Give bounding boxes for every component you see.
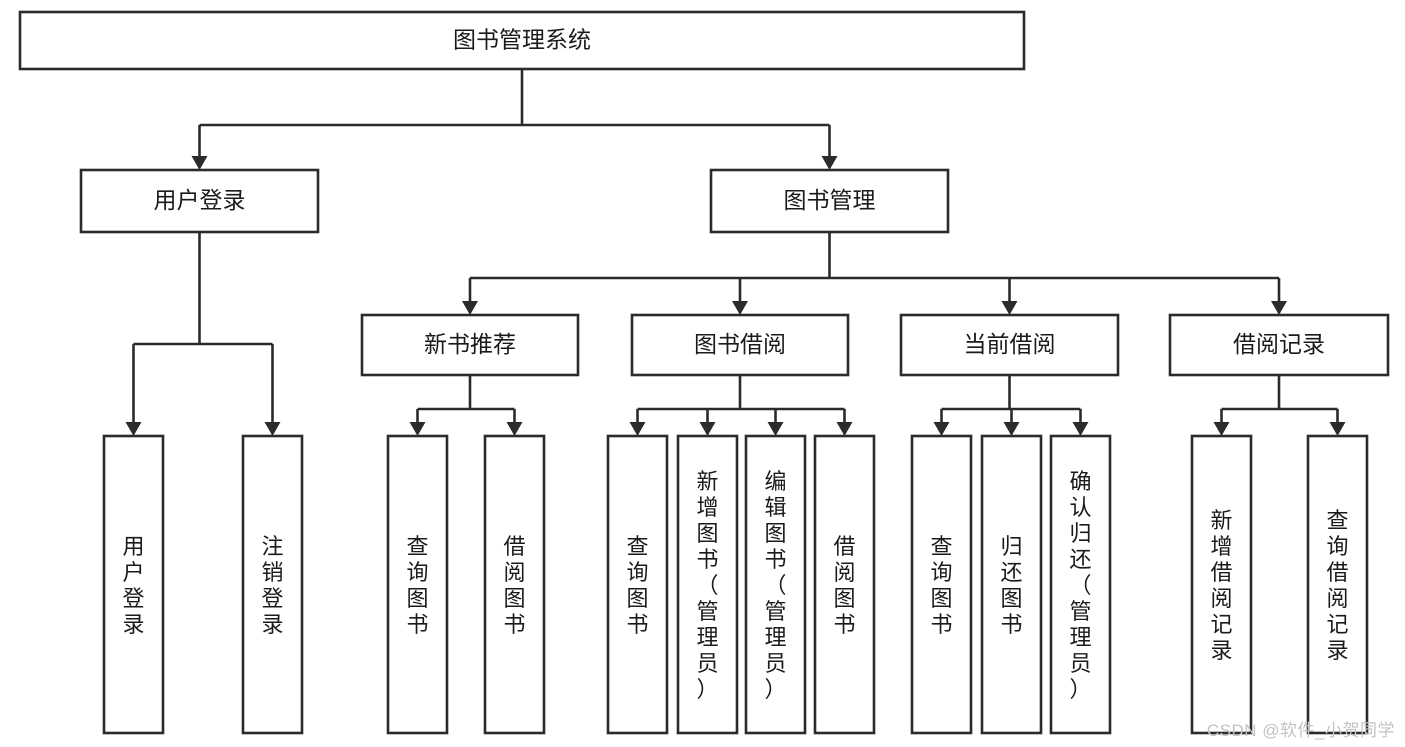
node-label: 用户登录 <box>122 534 144 637</box>
node-l-logout[interactable]: 注销登录 <box>241 434 304 735</box>
arrow-head-icon <box>836 422 853 436</box>
connector-group <box>125 232 281 436</box>
node-l-borrow-book-2[interactable]: 借阅图书 <box>813 434 876 735</box>
node-box <box>899 313 1120 377</box>
node-l-borrow-book-1[interactable]: 借阅图书 <box>483 434 546 735</box>
node-box <box>1190 434 1253 735</box>
node-n-book-mgmt[interactable]: 图书管理 <box>709 168 950 234</box>
node-label: 查询图书 <box>930 534 952 637</box>
node-box <box>1168 313 1390 377</box>
node-l-add-record[interactable]: 新增借阅记录 <box>1190 434 1253 735</box>
arrow-head-icon <box>699 422 716 436</box>
node-l-query-record[interactable]: 查询借阅记录 <box>1306 434 1369 735</box>
arrow-head-icon <box>1001 301 1018 315</box>
node-n-borrow[interactable]: 图书借阅 <box>630 313 850 377</box>
arrow-head-icon <box>767 422 784 436</box>
node-box <box>1306 434 1369 735</box>
node-label: 借阅图书 <box>833 534 855 637</box>
node-label: 查询图书 <box>626 534 648 637</box>
arrow-head-icon <box>191 156 208 170</box>
node-l-query-book-1[interactable]: 查询图书 <box>386 434 449 735</box>
node-box <box>18 10 1026 71</box>
node-label: 新书推荐 <box>424 331 516 357</box>
node-box <box>79 168 320 234</box>
node-label: 注销登录 <box>261 534 283 637</box>
node-box <box>483 434 546 735</box>
node-box <box>910 434 973 735</box>
node-label: 图书管理 <box>784 187 876 213</box>
node-label: 新增图书（管理员） <box>696 469 718 702</box>
connector-group <box>462 232 1287 315</box>
node-box <box>709 168 950 234</box>
node-l-confirm-return[interactable]: 确认归还（管理员） <box>1049 434 1112 735</box>
node-box <box>360 313 580 377</box>
node-root[interactable]: 图书管理系统 <box>18 10 1026 71</box>
node-box <box>241 434 304 735</box>
node-l-user-login[interactable]: 用户登录 <box>102 434 165 735</box>
arrow-head-icon <box>462 301 478 315</box>
node-box <box>676 434 739 735</box>
node-label: 借阅记录 <box>1233 331 1325 357</box>
arrow-head-icon <box>821 156 838 170</box>
arrow-head-icon <box>1329 422 1346 436</box>
arrow-head-icon <box>409 422 426 436</box>
node-box <box>102 434 165 735</box>
node-label: 查询借阅记录 <box>1326 508 1348 663</box>
node-l-query-book-2[interactable]: 查询图书 <box>606 434 669 735</box>
arrow-head-icon <box>732 301 748 315</box>
node-box <box>744 434 807 735</box>
node-box <box>980 434 1043 735</box>
node-l-add-book[interactable]: 新增图书（管理员） <box>676 434 739 735</box>
node-box <box>1049 434 1112 735</box>
node-box <box>630 313 850 377</box>
arrow-head-icon <box>629 422 646 436</box>
arrow-head-icon <box>506 422 523 436</box>
node-l-return-book[interactable]: 归还图书 <box>980 434 1043 735</box>
node-l-edit-book[interactable]: 编辑图书（管理员） <box>744 434 807 735</box>
connector-group <box>933 375 1089 436</box>
connector-group <box>629 375 853 436</box>
connector-group <box>191 69 838 170</box>
arrow-head-icon <box>933 422 950 436</box>
node-label: 确认归还（管理员） <box>1069 469 1091 702</box>
connector-group <box>1213 375 1346 436</box>
arrow-head-icon <box>125 422 142 436</box>
node-n-records[interactable]: 借阅记录 <box>1168 313 1390 377</box>
node-label: 用户登录 <box>154 187 246 213</box>
node-label: 当前借阅 <box>964 331 1056 357</box>
node-label: 查询图书 <box>406 534 428 637</box>
connector-group <box>409 375 523 436</box>
node-n-user-login[interactable]: 用户登录 <box>79 168 320 234</box>
arrow-head-icon <box>1003 422 1020 436</box>
node-label: 图书管理系统 <box>453 27 591 53</box>
arrow-head-icon <box>1213 422 1230 436</box>
node-label: 借阅图书 <box>503 534 525 637</box>
node-label: 编辑图书（管理员） <box>764 469 786 702</box>
connector-layer <box>125 69 1346 436</box>
node-n-current[interactable]: 当前借阅 <box>899 313 1120 377</box>
watermark-text: CSDN @软件_小贺同学 <box>1206 721 1395 740</box>
node-label: 归还图书 <box>1000 534 1022 637</box>
node-box <box>606 434 669 735</box>
arrow-head-icon <box>1271 301 1287 315</box>
arrow-head-icon <box>264 422 281 436</box>
arrow-head-icon <box>1072 422 1089 436</box>
node-n-new-rec[interactable]: 新书推荐 <box>360 313 580 377</box>
node-layer: 图书管理系统用户登录图书管理新书推荐图书借阅当前借阅借阅记录用户登录注销登录查询… <box>18 10 1390 735</box>
node-label: 图书借阅 <box>694 331 786 357</box>
node-box <box>813 434 876 735</box>
node-box <box>386 434 449 735</box>
node-l-query-book-3[interactable]: 查询图书 <box>910 434 973 735</box>
node-label: 新增借阅记录 <box>1210 508 1232 663</box>
